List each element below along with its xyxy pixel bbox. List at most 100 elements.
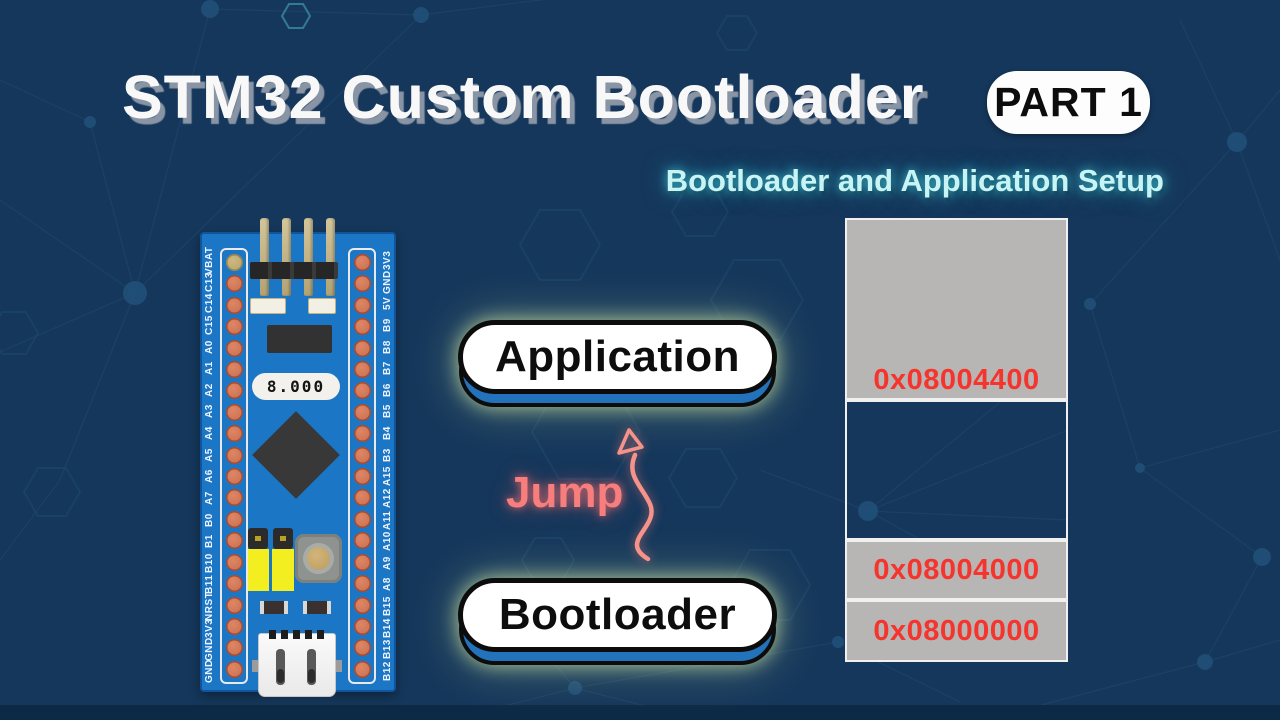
pin-label-gnd: GND (381, 270, 393, 294)
pin-hole (225, 660, 243, 678)
pin-hole (353, 468, 371, 486)
pin-label-nrst: NRST (203, 591, 215, 622)
pin-hole (353, 275, 371, 293)
led-component (308, 298, 336, 314)
pin-hole (225, 532, 243, 550)
jump-arrow-icon (617, 428, 654, 562)
pin-label-gnd: GND (203, 659, 215, 684)
pin-hole (353, 296, 371, 314)
pin-hole (353, 575, 371, 593)
pin-hole (353, 425, 371, 443)
pin-hole (225, 468, 243, 486)
pin-hole (225, 425, 243, 443)
pin-hole (225, 296, 243, 314)
header-pin (304, 218, 313, 296)
led-component (250, 298, 286, 314)
page-title: STM32 Custom Bootloader (122, 63, 925, 131)
pin-label-b8: B8 (381, 340, 393, 354)
pin-label-b14: B14 (381, 618, 393, 639)
pin-label-5v: 5V (381, 297, 393, 311)
pin-hole (225, 575, 243, 593)
pin-label-a4: A4 (203, 426, 215, 441)
pin-label-b15: B15 (381, 596, 393, 617)
header-pin (282, 218, 291, 296)
pin-hole (353, 596, 371, 614)
application-label: Application (458, 320, 777, 394)
pin-label-b5: B5 (381, 404, 393, 419)
pin-label-a15: A15 (381, 466, 393, 487)
pin-label-a2: A2 (203, 383, 215, 398)
pin-hole (353, 553, 371, 571)
pin-label-a9: A9 (381, 556, 393, 571)
resistor (303, 601, 331, 614)
pin-label-c14: C14 (203, 293, 215, 314)
pin-hole (225, 446, 243, 464)
pin-hole (353, 382, 371, 400)
memory-address: 0x08004400 (873, 364, 1040, 396)
pin-hole (225, 403, 243, 421)
pin-hole (225, 254, 243, 271)
pin-hole (225, 361, 243, 379)
usb-slot (307, 649, 316, 685)
usb-tab (336, 660, 342, 672)
boot-jumper (272, 549, 294, 591)
pin-hole (225, 639, 243, 657)
pin-label-b1: B1 (203, 534, 215, 549)
usb-tab (252, 660, 258, 672)
pin-label-a12: A12 (381, 488, 393, 509)
pin-label-c15: C15 (203, 315, 215, 336)
pin-label-a1: A1 (203, 361, 215, 376)
pin-label-b4: B4 (381, 426, 393, 441)
pin-label-vbat: VBAT (203, 246, 215, 275)
boot-jumper-cap (273, 528, 293, 549)
pin-label-b6: B6 (381, 383, 393, 398)
pin-label-a6: A6 (203, 469, 215, 484)
pin-hole (353, 532, 371, 550)
application-label-pill: Application (458, 320, 777, 407)
pin-label-a10: A10 (381, 531, 393, 552)
memory-address: 0x08000000 (873, 614, 1040, 647)
pin-hole (225, 318, 243, 336)
memory-block-gap (845, 400, 1068, 540)
usb-slot (276, 649, 285, 685)
memory-block-flash-base: 0x08000000 (845, 600, 1068, 662)
flash-memory-map: 0x08004400 0x08004000 0x08000000 (845, 218, 1068, 662)
pin-label-c13: C13 (203, 272, 215, 293)
pin-hole (353, 639, 371, 657)
pin-hole (225, 489, 243, 507)
pin-hole (353, 510, 371, 528)
pin-label-a11: A11 (381, 510, 393, 530)
pin-hole (225, 553, 243, 571)
header-pin (260, 218, 269, 296)
pin-label-gnd: GND (203, 637, 215, 662)
pin-hole (225, 617, 243, 635)
part-badge: PART 1 (987, 71, 1150, 134)
pin-label-b12: B12 (381, 661, 393, 682)
pin-strip-left (220, 248, 248, 684)
header-pin (326, 218, 335, 296)
pin-label-b0: B0 (203, 513, 215, 527)
pin-label-b9: B9 (381, 318, 393, 333)
pin-label-b3: B3 (381, 448, 393, 463)
pin-hole (225, 275, 243, 293)
boot-jumper-cap (248, 528, 268, 549)
pin-hole (353, 254, 371, 271)
pin-hole (225, 596, 243, 614)
pin-hole (353, 446, 371, 464)
pin-strip-right (348, 248, 376, 684)
bootloader-label: Bootloader (458, 578, 777, 652)
memory-address: 0x08004000 (873, 553, 1040, 586)
pin-label-a5: A5 (203, 448, 215, 463)
pin-label-3v3: 3V3 (203, 618, 215, 638)
subtitle: Bootloader and Application Setup (665, 163, 1164, 198)
usb-contacts (269, 630, 325, 639)
jump-label: Jump (506, 468, 624, 517)
memory-block-application: 0x08004400 (845, 218, 1068, 400)
pin-label-b10: B10 (203, 553, 215, 574)
usb-transceiver-chip (267, 325, 332, 353)
pin-hole (353, 660, 371, 678)
pin-label-b13: B13 (381, 639, 393, 660)
pin-label-3v3: 3V3 (381, 250, 393, 271)
